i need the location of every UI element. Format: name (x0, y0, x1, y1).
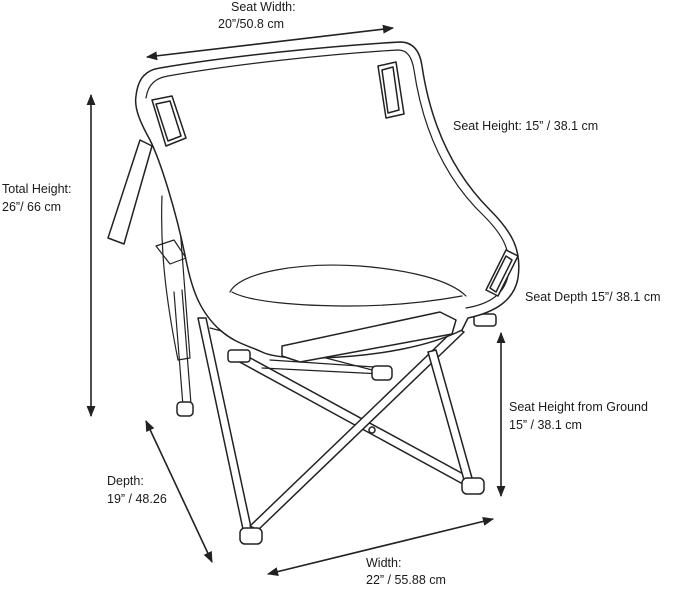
total-height-value: 26”/ 66 cm (2, 200, 62, 214)
seat-depth-label: Seat Depth 15”/ 38.1 cm (525, 290, 661, 304)
width-value: 22” / 55.88 cm (366, 573, 446, 587)
seat-width-value: 20”/50.8 cm (218, 17, 285, 31)
seat-width-arrow (145, 24, 395, 61)
depth-value: 19” / 48.26 (107, 492, 167, 506)
side-pocket (161, 195, 191, 361)
seat-height-ground-value: 15” / 38.1 cm (509, 418, 582, 432)
width-arrow (266, 517, 495, 576)
depth-arrow (145, 419, 213, 564)
seat-width-title: Seat Width: (231, 0, 296, 14)
width-title: Width: (366, 556, 402, 570)
chair-frame (155, 239, 497, 545)
seat-height-label: Seat Height: 15” / 38.1 cm (453, 119, 599, 133)
depth-title: Depth: (107, 474, 144, 488)
seat-fabric (107, 41, 520, 363)
total-height-title: Total Height: (2, 182, 72, 196)
seat-height-ground-title: Seat Height from Ground (509, 400, 648, 414)
